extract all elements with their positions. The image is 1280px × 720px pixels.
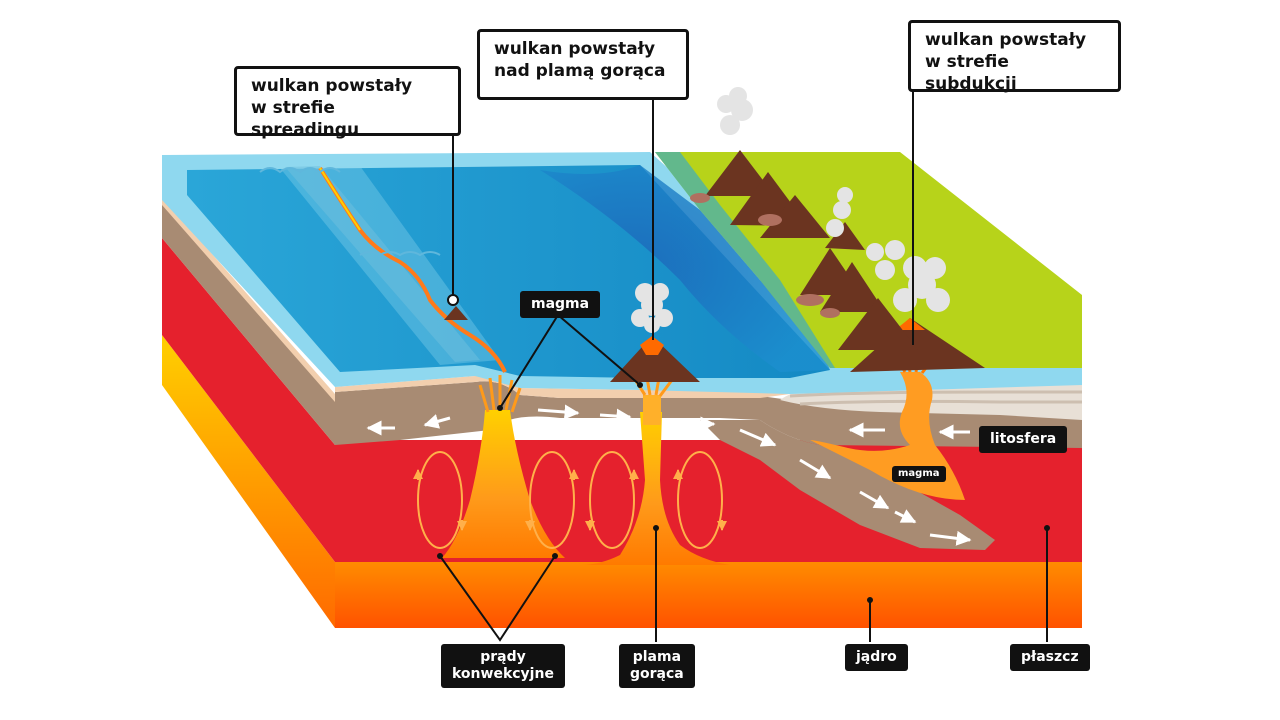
left-face-lithosphere (162, 200, 335, 445)
land-smoke-icon (717, 87, 853, 237)
core-label: jądro (845, 644, 908, 671)
convection-cells (417, 451, 723, 549)
hot-spot-label: plama gorąca (619, 644, 695, 688)
hotspot-volcano-icon (610, 336, 700, 382)
front-crust (335, 375, 790, 398)
hotspot-smoke-icon (631, 283, 673, 333)
plate-motion-arrows (366, 404, 972, 546)
left-face-core (162, 335, 335, 628)
left-face-mantle (162, 238, 335, 562)
leader-lines (439, 91, 1048, 642)
subduction-magma-label: magma (892, 466, 946, 482)
ocean-trench (540, 165, 830, 372)
hotspot-volcano-callout: wulkan powstały nad plamą gorąca (477, 29, 689, 100)
magma-label: magma (520, 291, 601, 318)
left-face-crust (162, 197, 335, 402)
subducting-slab (700, 420, 995, 550)
subduction-volcano-icon (850, 318, 985, 372)
lithosphere-label: litosfera (979, 426, 1068, 453)
leader-dots (437, 382, 1050, 603)
rocks-icon (690, 193, 840, 318)
spreading-volcano-icon (444, 306, 468, 320)
spreading-volcano-callout: wulkan powstały w strefie spreadingu (234, 66, 461, 140)
land-volcanoes-icon (705, 150, 918, 350)
front-lithosphere (335, 381, 1082, 448)
convection-currents-label: prądy konwekcyjne (441, 644, 565, 688)
hotspot-plume (580, 412, 730, 565)
mantle-label: płaszcz (1010, 644, 1090, 671)
subduction-smoke-icon (866, 240, 950, 312)
front-core (335, 562, 1082, 628)
subduction-volcano-callout: wulkan powstały w strefie subdukcji (908, 20, 1121, 94)
